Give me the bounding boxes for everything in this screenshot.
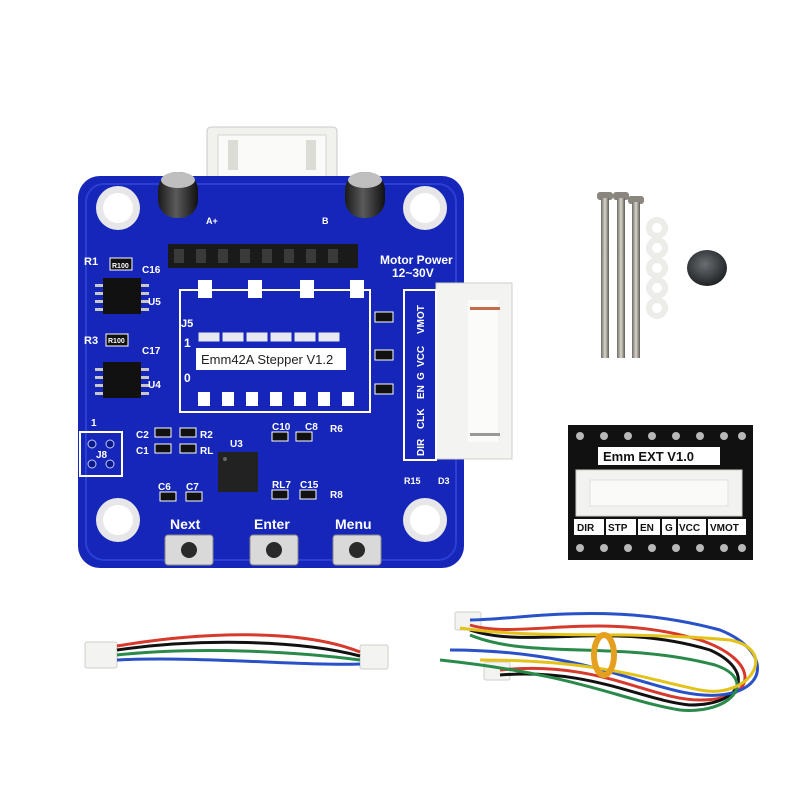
button-next-label: Next <box>170 516 201 532</box>
label-c6: C6 <box>158 482 171 493</box>
pcb-body <box>78 176 464 568</box>
ext-board-title: Emm EXT V1.0 <box>603 449 694 464</box>
motor-power-label: Motor Power <box>380 253 453 267</box>
label-c17: C17 <box>142 346 161 357</box>
label-r100a: R100 <box>112 263 129 270</box>
label-vcc: VCC <box>416 346 427 367</box>
button-enter-label: Enter <box>254 516 290 532</box>
button-menu-label: Menu <box>335 516 372 532</box>
label-one: 1 <box>184 336 191 350</box>
label-en: EN <box>416 385 427 399</box>
label-r100b: R100 <box>108 338 125 345</box>
label-c16: C16 <box>142 265 161 276</box>
mounting-screws <box>597 192 644 358</box>
label-d3: D3 <box>438 476 450 486</box>
label-j8-one: 1 <box>91 418 97 429</box>
label-j8: J8 <box>96 450 108 461</box>
ext-board: Emm EXT V1.0 DIR STP EN G VCC VMOT <box>568 425 753 560</box>
board-model-label: Emm42A Stepper V1.2 <box>201 352 333 367</box>
label-c2: C2 <box>136 430 149 441</box>
label-r15: R15 <box>404 476 421 486</box>
label-rl7: RL7 <box>272 480 291 491</box>
short-cable <box>84 633 389 670</box>
button-enter[interactable]: Enter <box>249 516 299 566</box>
magnet <box>687 250 727 286</box>
ext-pin-dir: DIR <box>577 523 595 534</box>
label-c7: C7 <box>186 482 199 493</box>
label-c10: C10 <box>272 422 291 433</box>
label-rl: RL <box>200 446 213 457</box>
main-driver-board: Emm42A Stepper V1.2 <box>78 126 513 568</box>
signal-pin-labels: DIR CLK EN G VCC VMOT <box>416 305 427 456</box>
label-g: G <box>416 372 427 380</box>
label-u4: U4 <box>148 380 161 391</box>
button-menu[interactable]: Menu <box>332 516 382 566</box>
driver-chips <box>95 278 258 492</box>
nylon-washers <box>646 217 668 319</box>
label-r3: R3 <box>84 335 98 347</box>
label-j5: J5 <box>181 318 193 330</box>
label-bplus: B <box>322 216 329 226</box>
button-next[interactable]: Next <box>164 516 214 566</box>
label-u3: U3 <box>230 439 243 450</box>
label-vmot: VMOT <box>416 305 427 334</box>
electrolytic-capacitors <box>158 172 385 218</box>
mounting-holes <box>96 186 447 542</box>
label-c15: C15 <box>300 480 319 491</box>
long-cable <box>439 611 759 712</box>
label-aplus: A+ <box>206 216 218 226</box>
ext-pin-stp: STP <box>608 523 628 534</box>
label-r8: R8 <box>330 490 343 501</box>
label-u5: U5 <box>148 297 161 308</box>
model-label-plate <box>196 348 346 370</box>
ext-pin-vcc: VCC <box>679 523 700 534</box>
label-c8: C8 <box>305 422 318 433</box>
ext-pin-labels: DIR STP EN G VCC VMOT <box>574 519 746 535</box>
label-r6: R6 <box>330 424 343 435</box>
label-clk: CLK <box>416 408 427 429</box>
ext-pin-vmot: VMOT <box>710 523 739 534</box>
ext-pin-en: EN <box>640 523 654 534</box>
label-r2: R2 <box>200 430 213 441</box>
label-zero: 0 <box>184 371 191 385</box>
label-dir: DIR <box>416 438 427 456</box>
label-c1: C1 <box>136 446 149 457</box>
ext-pin-g: G <box>665 523 673 534</box>
signal-connector <box>403 282 513 461</box>
voltage-label: 12~30V <box>392 266 434 280</box>
label-r1: R1 <box>84 256 98 268</box>
